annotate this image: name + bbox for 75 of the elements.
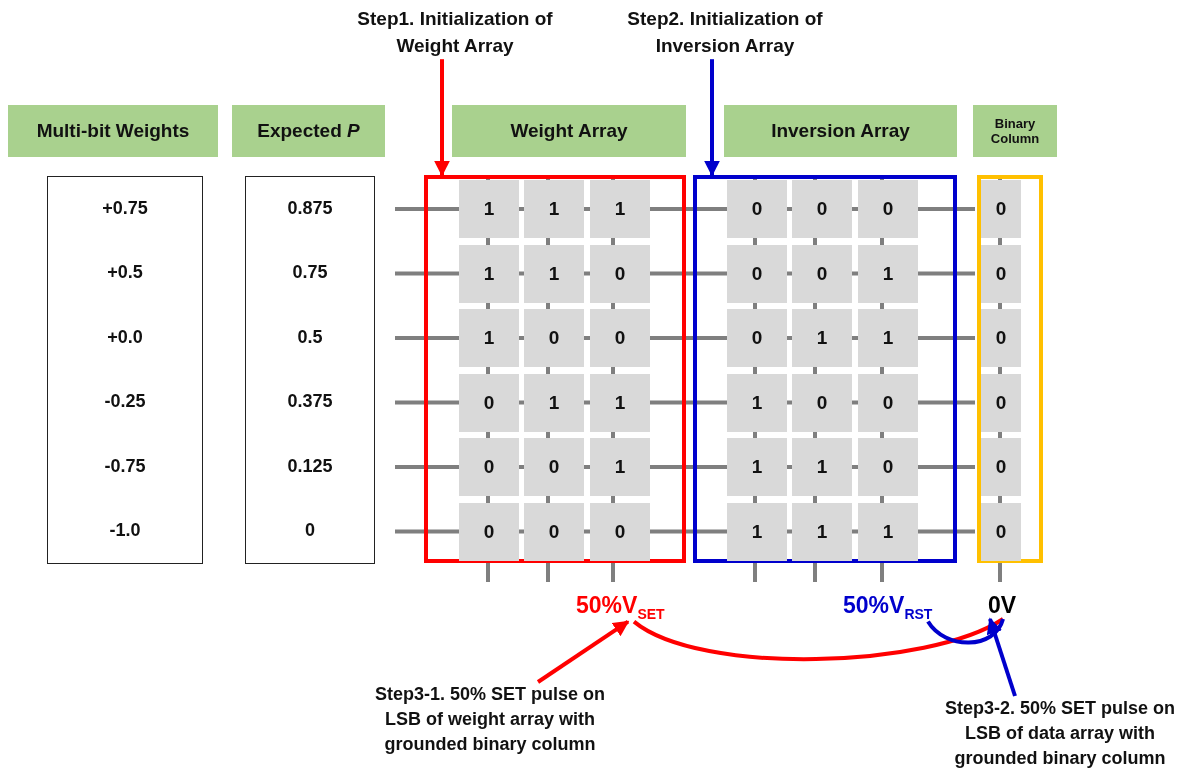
table-cell: -1.0 bbox=[47, 498, 203, 564]
column-header: Binary Column bbox=[973, 105, 1057, 157]
table-cell: 0 bbox=[245, 498, 375, 564]
memory-cell: 0 bbox=[792, 373, 852, 432]
memory-cell: 0 bbox=[727, 180, 787, 238]
step-note: Step3-2. 50% SET pulse on LSB of data array with grounded binary column bbox=[930, 696, 1190, 772]
memory-cell: 0 bbox=[524, 309, 584, 367]
memory-cell: 1 bbox=[792, 438, 852, 496]
memory-cell: 1 bbox=[727, 373, 787, 432]
column-header: Weight Array bbox=[452, 105, 686, 157]
table-cell: -0.25 bbox=[47, 369, 203, 435]
memory-cell: 0 bbox=[858, 180, 918, 238]
step-note: Step3-1. 50% SET pulse on LSB of weight array with grounded binary column bbox=[360, 682, 620, 758]
memory-cell: 1 bbox=[792, 502, 852, 561]
voltage-label: 50%V$_{SET}$ bbox=[576, 592, 665, 622]
arrow bbox=[986, 617, 1017, 697]
memory-cell: 0 bbox=[459, 438, 519, 496]
pulse-curve bbox=[632, 617, 1004, 662]
memory-cell: 0 bbox=[981, 180, 1021, 238]
memory-cell: 0 bbox=[792, 180, 852, 238]
table-cell: 0.75 bbox=[245, 240, 375, 306]
table-cell: 0.5 bbox=[245, 305, 375, 371]
array-outline bbox=[977, 175, 1043, 563]
memory-cell: 0 bbox=[524, 438, 584, 496]
column-header: Expected P bbox=[232, 105, 385, 157]
table-cell: 0.125 bbox=[245, 434, 375, 500]
memory-cell: 0 bbox=[459, 373, 519, 432]
table-cell: +0.5 bbox=[47, 240, 203, 306]
memory-cell: 1 bbox=[727, 502, 787, 561]
memory-cell: 1 bbox=[858, 309, 918, 367]
memory-cell: 0 bbox=[981, 244, 1021, 303]
memory-cell: 0 bbox=[727, 244, 787, 303]
memory-cell: 1 bbox=[459, 309, 519, 367]
memory-cell: 0 bbox=[727, 309, 787, 367]
array-outline bbox=[693, 175, 957, 563]
table-cell: 0.875 bbox=[245, 176, 375, 242]
memory-cell: 1 bbox=[590, 373, 650, 432]
voltage-label: 50%V$_{RST}$ bbox=[843, 592, 933, 622]
column-header: Inversion Array bbox=[724, 105, 957, 157]
memory-cell: 1 bbox=[524, 244, 584, 303]
memory-cell: 1 bbox=[590, 180, 650, 238]
arrow bbox=[536, 619, 630, 684]
memory-cell: 1 bbox=[459, 244, 519, 303]
memory-cell: 0 bbox=[590, 244, 650, 303]
memory-cell: 1 bbox=[792, 309, 852, 367]
pulse-curve bbox=[926, 618, 1005, 645]
table-cell: +0.0 bbox=[47, 305, 203, 371]
table-cell: 0.375 bbox=[245, 369, 375, 435]
step-note: Step1. Initialization of Weight Array bbox=[355, 6, 555, 60]
memory-cell: 0 bbox=[459, 502, 519, 561]
memory-cell: 0 bbox=[858, 373, 918, 432]
memory-cell: 1 bbox=[524, 373, 584, 432]
memory-cell: 1 bbox=[858, 244, 918, 303]
memory-cell: 0 bbox=[981, 373, 1021, 432]
memory-cell: 0 bbox=[981, 438, 1021, 496]
memory-cell: 1 bbox=[727, 438, 787, 496]
memory-cell: 1 bbox=[590, 438, 650, 496]
arrow bbox=[704, 59, 720, 177]
memory-cell: 1 bbox=[858, 502, 918, 561]
memory-cell: 1 bbox=[459, 180, 519, 238]
arrow bbox=[434, 59, 450, 177]
memory-cell: 0 bbox=[792, 244, 852, 303]
memory-cell: 0 bbox=[590, 309, 650, 367]
array-outline bbox=[424, 175, 686, 563]
voltage-label: 0V bbox=[988, 592, 1017, 619]
column-header: Multi-bit Weights bbox=[8, 105, 218, 157]
table-cell: -0.75 bbox=[47, 434, 203, 500]
memory-cell: 0 bbox=[524, 502, 584, 561]
memory-cell: 0 bbox=[981, 309, 1021, 367]
memory-cell: 1 bbox=[524, 180, 584, 238]
table-cell: +0.75 bbox=[47, 176, 203, 242]
memory-cell: 0 bbox=[981, 502, 1021, 561]
memory-cell: 0 bbox=[858, 438, 918, 496]
step-note: Step2. Initialization of Inversion Array bbox=[620, 6, 830, 60]
memory-cell: 0 bbox=[590, 502, 650, 561]
